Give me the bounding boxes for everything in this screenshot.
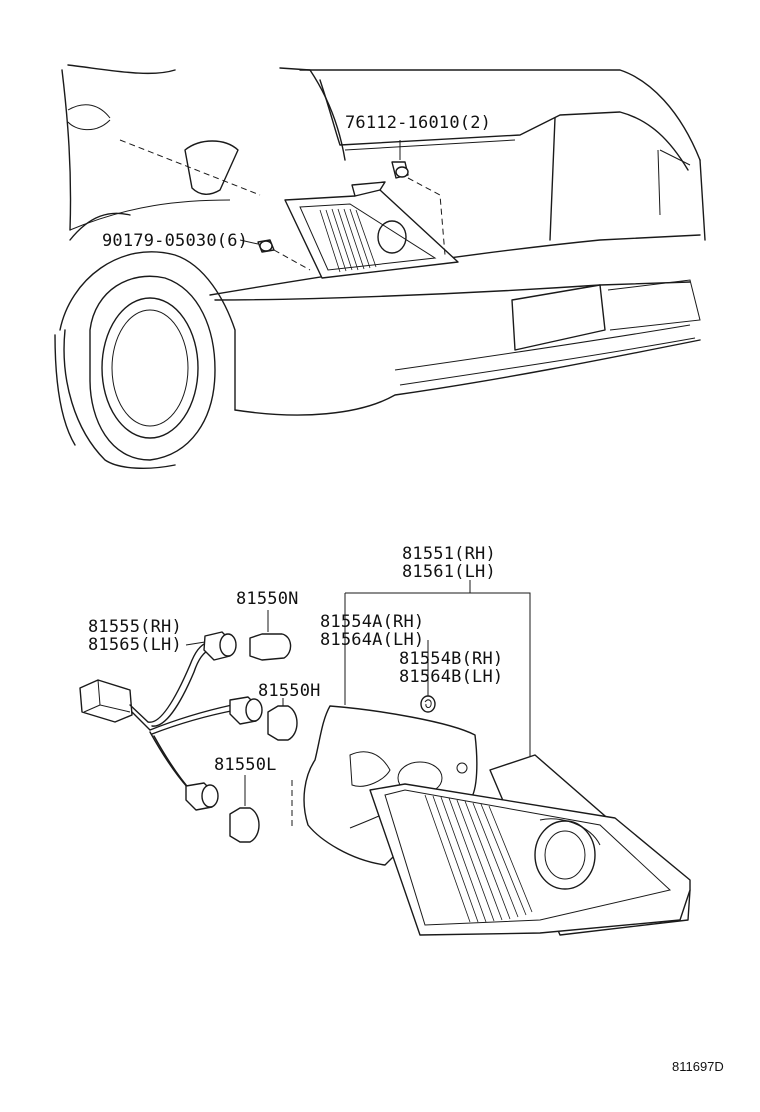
gasket-b-part (420, 695, 436, 713)
diagram-code: 811697D (672, 1059, 724, 1074)
label-gasket-b-rh: 81554B(RH) (399, 649, 504, 669)
label-socket-rh: 81555(RH) (88, 617, 182, 637)
label-socket-lh: 81565(LH) (88, 635, 182, 655)
lamp-lens-hatching-exploded (424, 794, 533, 923)
label-bulb-n: 81550N (236, 589, 299, 609)
bulb-h-part (267, 705, 298, 741)
label-bulb-l: 81550L (214, 755, 277, 775)
bulb-l-part (229, 807, 260, 843)
label-gasket-a-lh: 81564A(LH) (320, 630, 425, 650)
lamp-lens-hatching-car (319, 208, 377, 273)
label-gasket-b-lh: 81564B(LH) (399, 667, 504, 687)
label-bulb-h: 81550H (258, 681, 321, 701)
label-screw-top: 76112-16010(2) (345, 113, 492, 133)
car-rear-illustration (54, 64, 706, 469)
screw-side-part (257, 239, 275, 253)
label-lens-lh: 81561(LH) (402, 562, 496, 582)
bulb-n-part (249, 633, 292, 661)
socket-harness-part (79, 631, 263, 811)
label-screw-side: 90179-05030(6) (102, 231, 249, 251)
label-lens-rh: 81551(RH) (402, 544, 496, 564)
screw-top-part (391, 161, 409, 179)
label-gasket-a-rh: 81554A(RH) (320, 612, 425, 632)
exploded-lamp-illustration (79, 580, 691, 936)
